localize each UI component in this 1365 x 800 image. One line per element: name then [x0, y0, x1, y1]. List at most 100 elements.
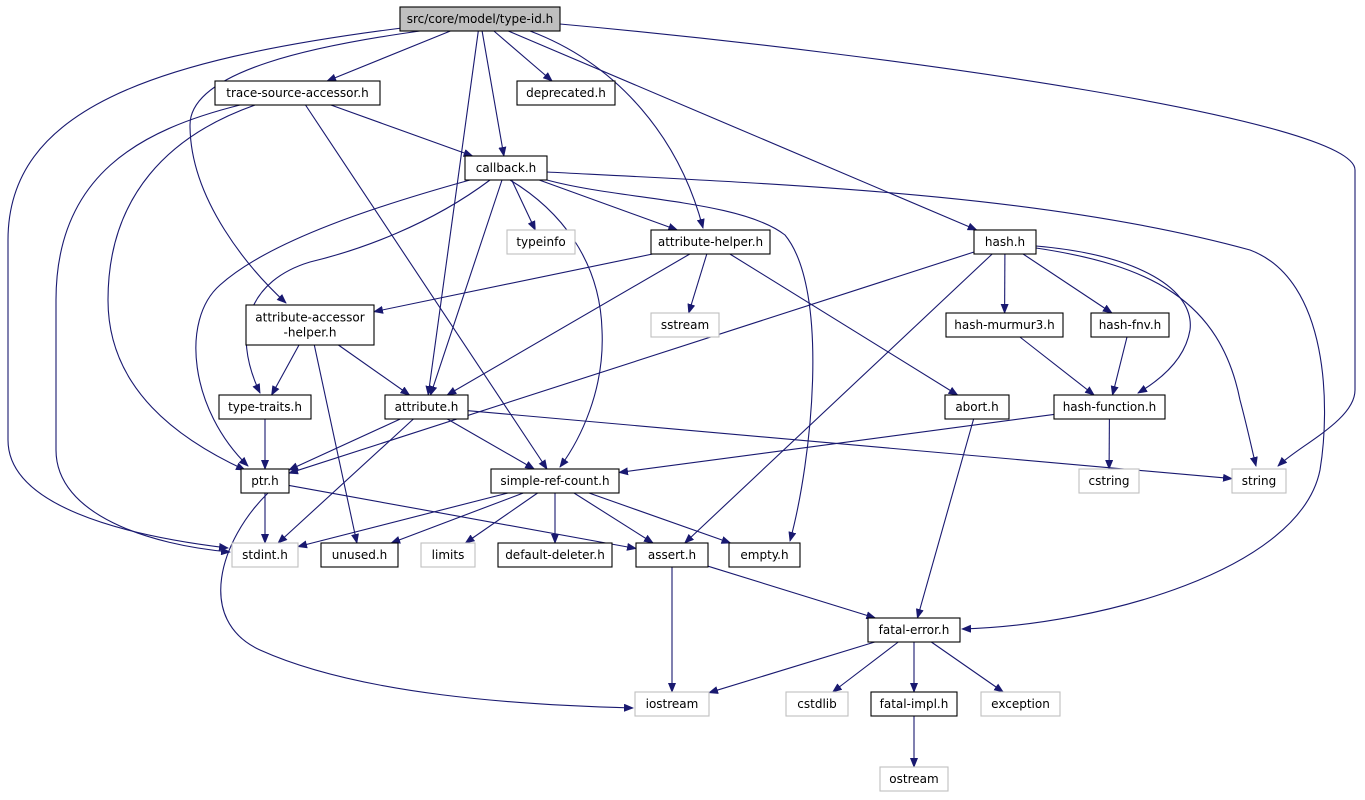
edge-hash-to-fnv [1022, 253, 1113, 314]
edge-arrow [493, 30, 553, 82]
node-typeinfo: typeinfo [506, 229, 576, 255]
edge-typeid-to-string [559, 23, 1356, 467]
node-hash[interactable]: hash.h [973, 229, 1037, 255]
node-label: ptr.h [251, 474, 279, 488]
node-fatalerror[interactable]: fatal-error.h [867, 617, 961, 643]
edge-typeid-to-tsa [326, 30, 451, 82]
node-aah[interactable]: attribute-accessor-helper.h [245, 304, 375, 346]
node-murmur[interactable]: hash-murmur3.h [945, 312, 1064, 338]
edge-arrow [464, 492, 538, 544]
edge-ptr-to-assert [288, 484, 637, 551]
edge-hashfunc-to-src [618, 413, 1055, 476]
edge-arrow [546, 171, 1326, 633]
edge-arrow [508, 30, 978, 231]
edge-arrow [429, 179, 503, 396]
node-label: -helper.h [284, 326, 337, 340]
edge-arrow [297, 492, 509, 549]
node-assert[interactable]: assert.h [635, 542, 709, 568]
edge-hash-to-string [1035, 247, 1258, 467]
node-ptr[interactable]: ptr.h [240, 468, 290, 494]
edge-assert-to-fatalerror [707, 565, 877, 620]
node-fatalimpl[interactable]: fatal-impl.h [870, 691, 958, 717]
edge-attribute-to-string [467, 410, 1233, 482]
edge-arrow [107, 104, 256, 471]
edge-arrow [277, 418, 414, 544]
edge-attrhelper-to-sstream [687, 253, 708, 314]
node-label: iostream [646, 697, 699, 711]
edge-tsa-to-src [305, 104, 548, 470]
node-label: empty.h [740, 548, 788, 562]
node-typetraits[interactable]: type-traits.h [218, 394, 312, 420]
node-empty[interactable]: empty.h [728, 542, 801, 568]
node-box [245, 304, 375, 346]
node-callback[interactable]: callback.h [464, 155, 548, 181]
node-box [879, 766, 949, 792]
edge-attribute-to-ptr [288, 418, 401, 471]
node-box [320, 542, 399, 568]
edge-arrow [707, 565, 877, 620]
edge-attribute-to-stdint [277, 418, 414, 544]
node-box [870, 691, 958, 717]
node-deleter[interactable]: default-deleter.h [497, 542, 613, 568]
node-box [1078, 468, 1140, 494]
edge-arrow [529, 30, 705, 229]
node-label: default-deleter.h [505, 548, 605, 562]
edge-arrow [305, 104, 548, 470]
node-typeid[interactable]: src/core/model/type-id.h [399, 6, 561, 32]
node-box [973, 229, 1037, 255]
node-src[interactable]: simple-ref-count.h [490, 468, 620, 494]
edge-arrow [509, 179, 603, 468]
edge-arrow [684, 253, 993, 544]
edge-arrow [539, 179, 679, 231]
edge-callback-to-typeinfo [511, 179, 536, 231]
node-box [218, 394, 312, 420]
node-unused[interactable]: unused.h [320, 542, 399, 568]
node-box [399, 6, 561, 32]
edge-arrow [288, 418, 401, 471]
edge-typeid-to-stdint [7, 27, 403, 551]
node-exception: exception [980, 691, 1061, 717]
node-fnv[interactable]: hash-fnv.h [1090, 312, 1170, 338]
node-label: abort.h [955, 400, 998, 414]
node-box [240, 468, 290, 494]
edge-arrow [1035, 247, 1258, 467]
edge-arrow [729, 253, 959, 396]
edge-callback-to-empty [546, 179, 814, 542]
node-label: deprecated.h [526, 86, 606, 100]
node-hashfunc[interactable]: hash-function.h [1053, 394, 1166, 420]
node-deprecated[interactable]: deprecated.h [516, 80, 616, 106]
node-box [635, 542, 709, 568]
node-box [650, 229, 771, 255]
edge-callback-to-attrhelper [539, 179, 679, 231]
edge-tsa-to-stdint [55, 104, 241, 556]
edge-arrow [288, 484, 637, 551]
edge-arrow [511, 179, 536, 231]
edge-arrow [195, 179, 471, 467]
node-box [867, 617, 961, 643]
edge-fnv-to-hashfunc [1110, 336, 1128, 396]
edge-src-to-unused [390, 492, 524, 544]
edge-arrow [546, 179, 814, 542]
edge-aah-to-typetraits [271, 344, 300, 396]
node-label: hash-fnv.h [1099, 318, 1162, 332]
node-label: stdint.h [242, 548, 288, 562]
node-box [634, 691, 710, 717]
node-attrhelper[interactable]: attribute-helper.h [650, 229, 771, 255]
node-label: hash-murmur3.h [954, 318, 1054, 332]
node-stdint: stdint.h [231, 542, 299, 568]
edge-fatalerror-to-exception [930, 641, 1005, 693]
node-label: trace-source-accessor.h [226, 86, 369, 100]
node-tsa[interactable]: trace-source-accessor.h [214, 80, 381, 106]
edge-attrhelper-to-aah [373, 253, 653, 314]
node-label: ostream [889, 772, 938, 786]
edge-hash-to-ptr [288, 251, 975, 475]
node-abort[interactable]: abort.h [944, 394, 1010, 420]
node-box [420, 542, 476, 568]
node-sstream: sstream [650, 312, 720, 338]
node-box [464, 155, 548, 181]
edge-fatalerror-to-iostream [708, 641, 875, 694]
nodes-layer: src/core/model/type-id.h trace-source-acc… [214, 6, 1287, 792]
node-attribute[interactable]: attribute.h [384, 394, 469, 420]
node-box [1053, 394, 1166, 420]
